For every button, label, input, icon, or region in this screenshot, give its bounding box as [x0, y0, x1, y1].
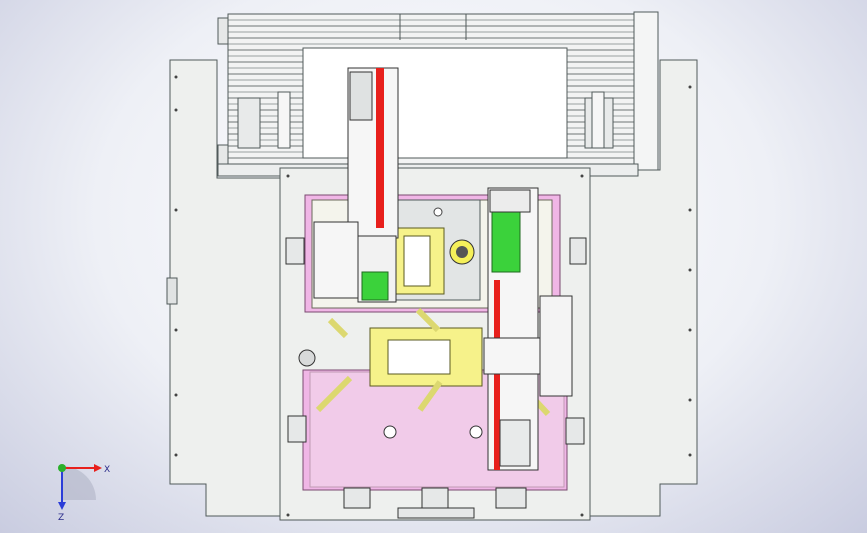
right-gantry-axis: [483, 187, 573, 471]
coordinate-triad: X Z Y: [58, 464, 110, 522]
y-axis-dot: [58, 464, 66, 472]
z-axis-label: Z: [58, 513, 64, 522]
x-axis-label: X: [104, 465, 110, 475]
mounting-brackets: [285, 237, 587, 519]
clamp-fixture: [369, 227, 483, 387]
left-gantry-axis: [313, 67, 399, 303]
infeed-plate: [302, 47, 568, 159]
